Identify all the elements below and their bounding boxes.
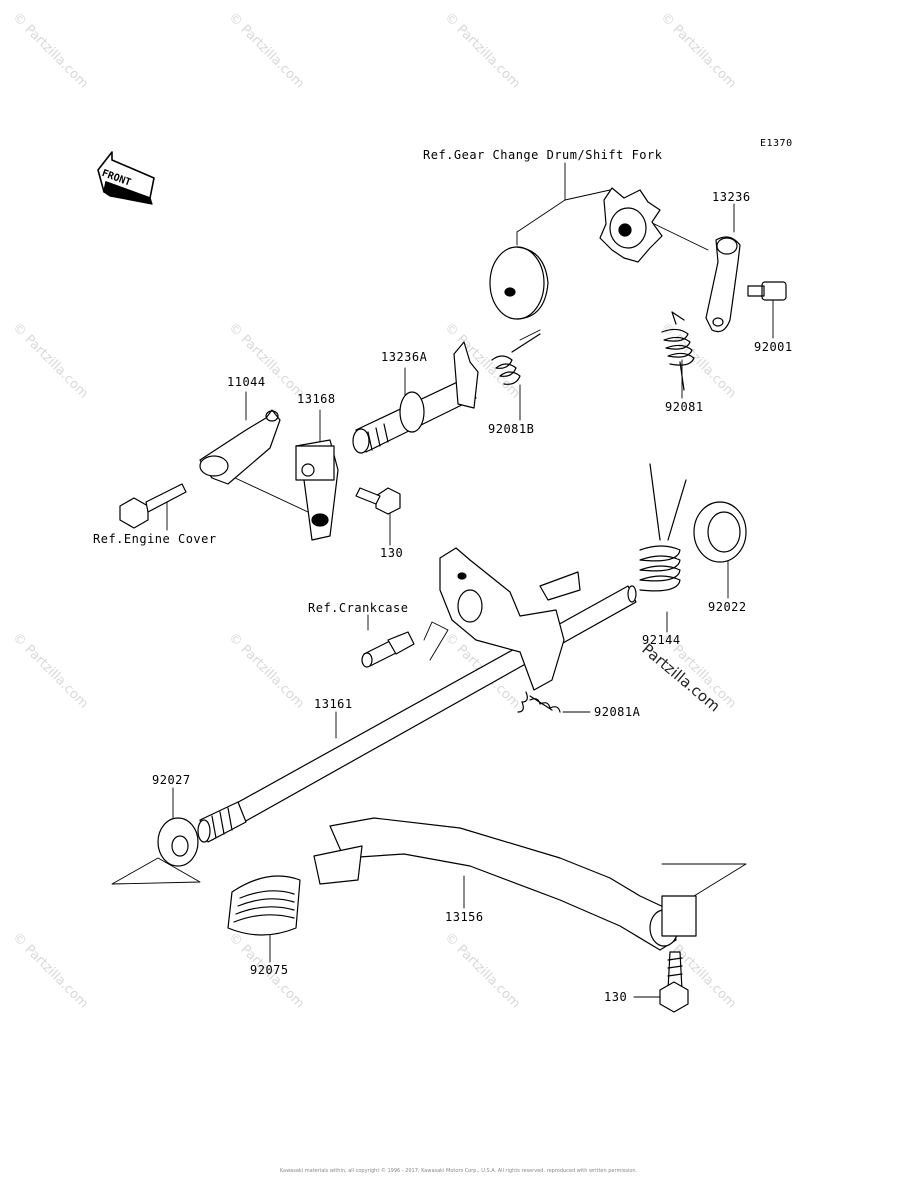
label-13156: 13156 [445, 910, 484, 924]
label-ref-engine-cover: Ref.Engine Cover [93, 532, 217, 546]
stopper-lever-13236 [705, 236, 741, 333]
pin-crankcase [361, 631, 415, 668]
label-92144: 92144 [642, 633, 681, 647]
label-13161: 13161 [314, 697, 353, 711]
bolt-130-upper [355, 487, 401, 515]
shift-pedal-13156 [313, 817, 697, 951]
shift-shaft-13236A [352, 341, 479, 454]
spring-92081B [491, 333, 541, 385]
label-ref-gear-change: Ref.Gear Change Drum/Shift Fork [423, 148, 663, 162]
shift-shaft-13161 [197, 585, 637, 843]
spring-92081 [661, 311, 695, 391]
label-92001: 92001 [754, 340, 793, 354]
spring-92081A [517, 691, 561, 713]
bolt-92001 [747, 281, 787, 301]
front-arrow-icon [97, 151, 155, 205]
shift-drum-cam [599, 187, 663, 263]
shift-arm-11044 [199, 409, 281, 485]
label-11044: 11044 [227, 375, 266, 389]
leader-lines [111, 162, 774, 998]
label-92075: 92075 [250, 963, 289, 977]
label-13236A: 13236A [381, 350, 428, 364]
bolt-engine-cover [119, 483, 187, 529]
label-92027: 92027 [152, 773, 191, 787]
drum-pin-plate [489, 246, 549, 320]
spring-92144 [639, 463, 687, 592]
diagram-code: E1370 [760, 138, 793, 149]
shift-plate [439, 547, 581, 691]
label-ref-crankcase: Ref.Crankcase [308, 601, 409, 615]
label-130-lower: 130 [604, 990, 628, 1004]
label-92081A: 92081A [594, 705, 641, 719]
pedal-rubber-92075 [227, 875, 301, 936]
copyright-footer: Kawasaki materials within, all copyright… [279, 1168, 638, 1174]
label-13236: 13236 [712, 190, 751, 204]
label-92022: 92022 [708, 600, 747, 614]
washer-92022 [693, 501, 747, 563]
bolt-130-lower [659, 951, 689, 1013]
label-13168: 13168 [297, 392, 336, 406]
lever-13168 [295, 439, 339, 541]
label-130-upper: 130 [380, 546, 404, 560]
label-92081: 92081 [665, 400, 704, 414]
label-92081B: 92081B [488, 422, 535, 436]
washer-92027 [157, 817, 199, 867]
